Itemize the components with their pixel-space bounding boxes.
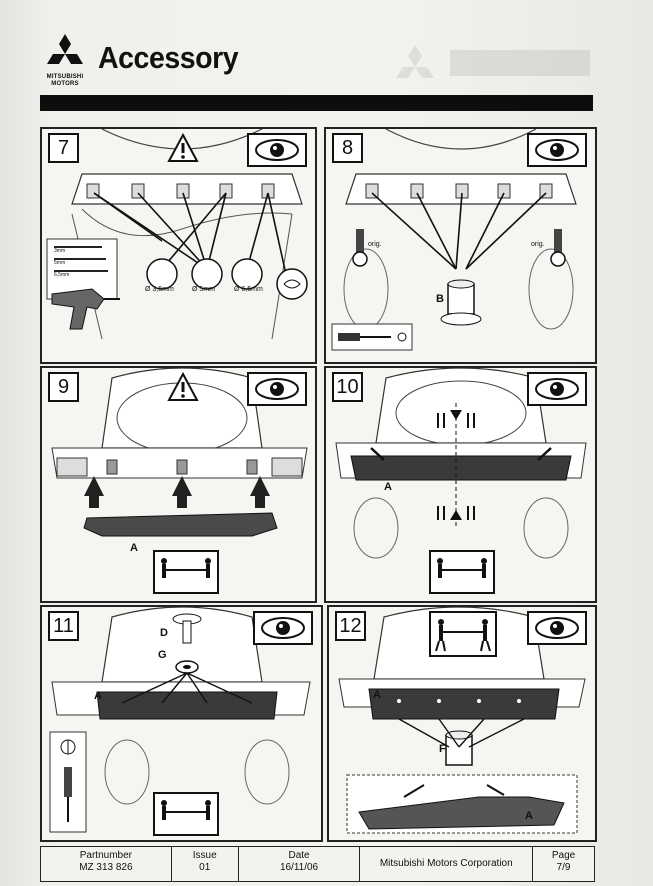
eye-icon — [253, 611, 313, 645]
bit-label-3: 6,5mm — [54, 272, 70, 278]
step-10-illustration — [335, 368, 587, 594]
warning-icon — [167, 133, 199, 162]
eye-icon — [527, 611, 587, 645]
company-name: Mitsubishi Motors Corporation — [379, 858, 513, 869]
part-label-f: F — [439, 743, 446, 755]
step-number: 8 — [332, 133, 363, 163]
two-person-lift-icon — [429, 611, 497, 657]
partnumber-cell: Partnumber MZ 313 826 — [41, 847, 172, 881]
bit-label-1: 3mm — [54, 248, 66, 254]
brand-text: MITSUBISHI MOTORS — [40, 74, 90, 88]
step-panel-9: 9 A — [40, 366, 317, 603]
partnumber-value: MZ 313 826 — [79, 862, 133, 873]
eye-icon — [527, 372, 587, 406]
part-label-a: A — [384, 481, 392, 493]
step-7-illustration — [46, 129, 308, 340]
step-panel-7: 7 Ø 3,5mm Ø 5mm Ø 6,5mm 3mm 5mm 6,5mm — [40, 127, 317, 364]
footer-table: Partnumber MZ 313 826 Issue 01 Date 16/1… — [40, 846, 595, 882]
step-panel-10: 10 A — [324, 366, 597, 603]
company-cell: Mitsubishi Motors Corporation — [360, 847, 534, 881]
eye-icon — [527, 133, 587, 167]
orig-label-right: orig. — [531, 241, 545, 248]
step-number: 11 — [48, 611, 79, 641]
warning-icon — [167, 372, 199, 401]
step-panel-11: 11 D G A — [40, 605, 323, 842]
bleed-through-watermark — [390, 40, 600, 90]
drill-size-3: Ø 6,5mm — [234, 286, 263, 293]
step-12-illustration — [338, 607, 586, 834]
part-label-b: B — [436, 293, 444, 305]
step-number: 10 — [332, 372, 363, 402]
partnumber-label: Partnumber — [79, 850, 132, 861]
issue-label: Issue — [192, 850, 217, 861]
page-value: 7/9 — [556, 862, 571, 873]
header-bar — [40, 95, 593, 111]
step-9-illustration — [51, 368, 308, 594]
page-cell: Page 7/9 — [533, 847, 594, 881]
orig-label-left: orig. — [368, 241, 382, 248]
part-label-a: A — [130, 542, 138, 554]
page-label: Page — [551, 850, 576, 861]
part-label-a: A — [94, 690, 102, 702]
step-panel-8: 8 B orig. orig. — [324, 127, 597, 364]
part-label-a: A — [373, 689, 381, 701]
issue-value: 01 — [199, 862, 211, 873]
step-8-illustration — [331, 129, 577, 351]
date-value: 16/11/06 — [279, 862, 319, 873]
step-number: 9 — [48, 372, 79, 402]
brand-line-2: MOTORS — [51, 81, 79, 87]
part-label-a-detail: A — [525, 810, 533, 822]
date-label: Date — [288, 850, 310, 861]
step-number: 7 — [48, 133, 79, 163]
part-label-g: G — [158, 649, 167, 661]
drill-size-2: Ø 5mm — [192, 286, 215, 293]
brand-line-1: MITSUBISHI — [46, 74, 84, 80]
step-panel-12: 12 A F A — [327, 605, 597, 842]
part-label-d: D — [160, 627, 168, 639]
eye-icon — [247, 133, 307, 167]
date-cell: Date 16/11/06 — [239, 847, 361, 881]
eye-icon — [247, 372, 307, 406]
mitsubishi-logo — [40, 34, 90, 90]
step-11-illustration — [49, 607, 311, 836]
drill-size-1: Ø 3,5mm — [145, 286, 174, 293]
bit-label-2: 5mm — [54, 260, 66, 266]
issue-cell: Issue 01 — [172, 847, 239, 881]
step-number: 12 — [335, 611, 366, 641]
page-title: Accessory — [98, 40, 239, 75]
